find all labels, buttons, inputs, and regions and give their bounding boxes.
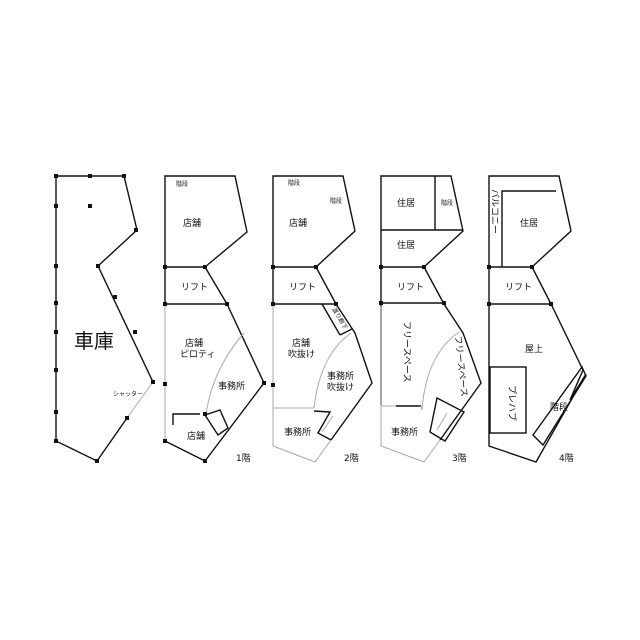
- office-label: 事務所: [391, 426, 418, 438]
- residence-label: 住居: [397, 197, 415, 209]
- lift-label: リフト: [181, 283, 208, 293]
- office-void-label: 事務所: [327, 370, 354, 382]
- stairs-label: 階段: [288, 179, 300, 187]
- floor-label: 2階: [344, 453, 359, 464]
- stairs-label: 階段: [550, 401, 568, 413]
- stairs-label: 階段: [441, 199, 453, 207]
- prefab-label: プレハブ: [506, 385, 518, 421]
- garage-plan: 車庫 シャッター: [54, 174, 155, 463]
- pilotis-label: 店舗: [185, 337, 203, 349]
- floor2-wall: [272, 175, 373, 441]
- stairs-box: [532, 365, 587, 447]
- floor-label: 3階: [452, 453, 467, 464]
- floor-label: 4階: [559, 453, 574, 464]
- void-label: 店舗: [292, 337, 310, 349]
- lift-label: リフト: [397, 283, 424, 293]
- free-space-label-2: フリースペース: [452, 335, 468, 397]
- rooftop-label: 屋上: [525, 344, 543, 355]
- shop-small-label: 店舗: [187, 430, 205, 442]
- lift-label: リフト: [505, 283, 532, 293]
- lift-label: リフト: [289, 283, 316, 293]
- floor1-wall: [164, 175, 265, 462]
- floor1-plan: 階段 店舗 リフト 店舗 ピロティ 事務所 店舗 1階: [163, 175, 266, 464]
- floor4-wall: [488, 175, 587, 463]
- floor3-plan: 住居 階段 住居 リフト フリースペース フリースペース 事務所 3階: [379, 175, 482, 464]
- floor2-plan: 階段 階段 店舗 リフト 渡り廊下 店舗 吹抜け 事務所 吹抜け 事務所 2階: [271, 175, 373, 464]
- garage-label: 車庫: [74, 329, 114, 353]
- residence-label-2: 住居: [397, 239, 415, 251]
- stairs-label: 階段: [176, 180, 188, 188]
- floor3-wall: [380, 175, 482, 441]
- office-void-label-2: 吹抜け: [327, 381, 354, 393]
- pillars: [54, 174, 155, 463]
- garage-wall: [55, 175, 154, 462]
- office-label: 事務所: [218, 380, 245, 392]
- shop-label: 店舗: [183, 217, 201, 229]
- void-label-2: 吹抜け: [288, 348, 315, 360]
- office-label: 事務所: [284, 426, 311, 438]
- prefab: [489, 366, 527, 434]
- floor4-plan: バルコニー 住居 リフト 屋上 プレハブ 階段 4階: [487, 175, 587, 464]
- residence-label: 住居: [520, 217, 538, 229]
- floor-label: 1階: [236, 453, 251, 464]
- shop-label: 店舗: [289, 217, 307, 229]
- stairs-side-label: 階段: [330, 197, 342, 205]
- free-space-label: フリースペース: [401, 321, 411, 382]
- balcony-label: バルコニー: [489, 189, 500, 234]
- shutter-label: シャッター: [113, 390, 143, 398]
- pilotis-label-2: ピロティ: [180, 349, 215, 360]
- shutter-line: [126, 381, 154, 419]
